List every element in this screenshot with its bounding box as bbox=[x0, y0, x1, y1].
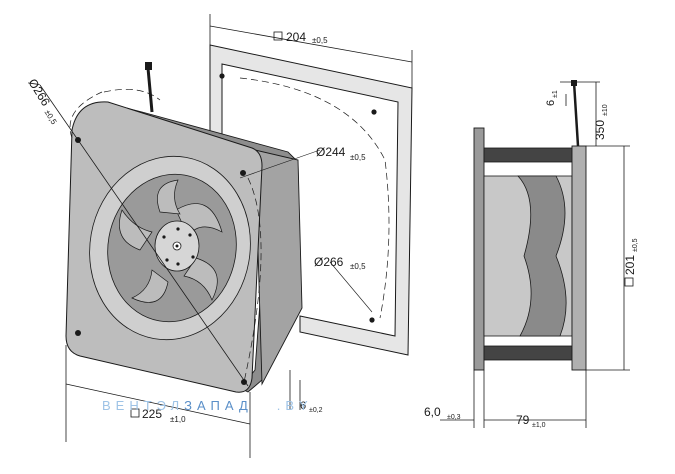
watermark-part3: .BY bbox=[277, 398, 313, 413]
hole-circle-266-frame-value: Ø266 bbox=[314, 255, 344, 269]
housing-hole bbox=[75, 330, 81, 336]
hole-circle-244-value: Ø244 bbox=[316, 145, 346, 159]
frame-square-tol: ±0,5 bbox=[312, 36, 328, 45]
depth-tol: ±1,0 bbox=[532, 422, 546, 429]
cable-length-tol: ±10 bbox=[602, 104, 609, 116]
watermark: ВЕНТЭЛЗАПАД .BY bbox=[102, 398, 313, 413]
frame-square-value: 204 bbox=[286, 30, 306, 44]
housing-square-value: 225 bbox=[142, 407, 162, 421]
flange-thickness-tol: ±0,3 bbox=[447, 414, 461, 421]
hole-circle-266-fan-tol: ±0,5 bbox=[43, 108, 59, 126]
hole-circle-266-frame-tol: ±0,5 bbox=[350, 262, 366, 271]
side-height-tol: ±0,5 bbox=[632, 238, 639, 252]
hole-circle-266-fan-value: Ø266 bbox=[25, 76, 53, 109]
cable-tip-value: 6 bbox=[545, 100, 557, 106]
cable-length-value: 350 bbox=[593, 120, 607, 140]
frame-hole bbox=[369, 317, 375, 323]
depth-value: 79 bbox=[516, 413, 530, 427]
housing-hole bbox=[240, 170, 246, 176]
dimension-lines-right bbox=[440, 81, 630, 428]
hole-circle-244-tol: ±0,5 bbox=[350, 153, 366, 162]
watermark-part1: ВЕНТЭЛ bbox=[102, 398, 184, 413]
fan-side-view bbox=[473, 80, 587, 371]
watermark-part2: ЗАПАД bbox=[184, 398, 253, 413]
hole-size-tol: ±0,2 bbox=[309, 407, 323, 414]
side-height-value: 201 bbox=[623, 255, 637, 275]
hole-size-value: 6 bbox=[300, 400, 306, 412]
flange-thickness-value: 6,0 bbox=[424, 405, 441, 419]
cable-tip-tol: ±1 bbox=[552, 90, 559, 98]
housing-hole bbox=[241, 379, 247, 385]
frame-hole bbox=[219, 73, 225, 79]
dimension-lines-left bbox=[65, 14, 413, 458]
frame-hole bbox=[371, 109, 377, 115]
housing-square-tol: ±1,0 bbox=[170, 415, 186, 424]
fan-housing bbox=[39, 62, 373, 393]
